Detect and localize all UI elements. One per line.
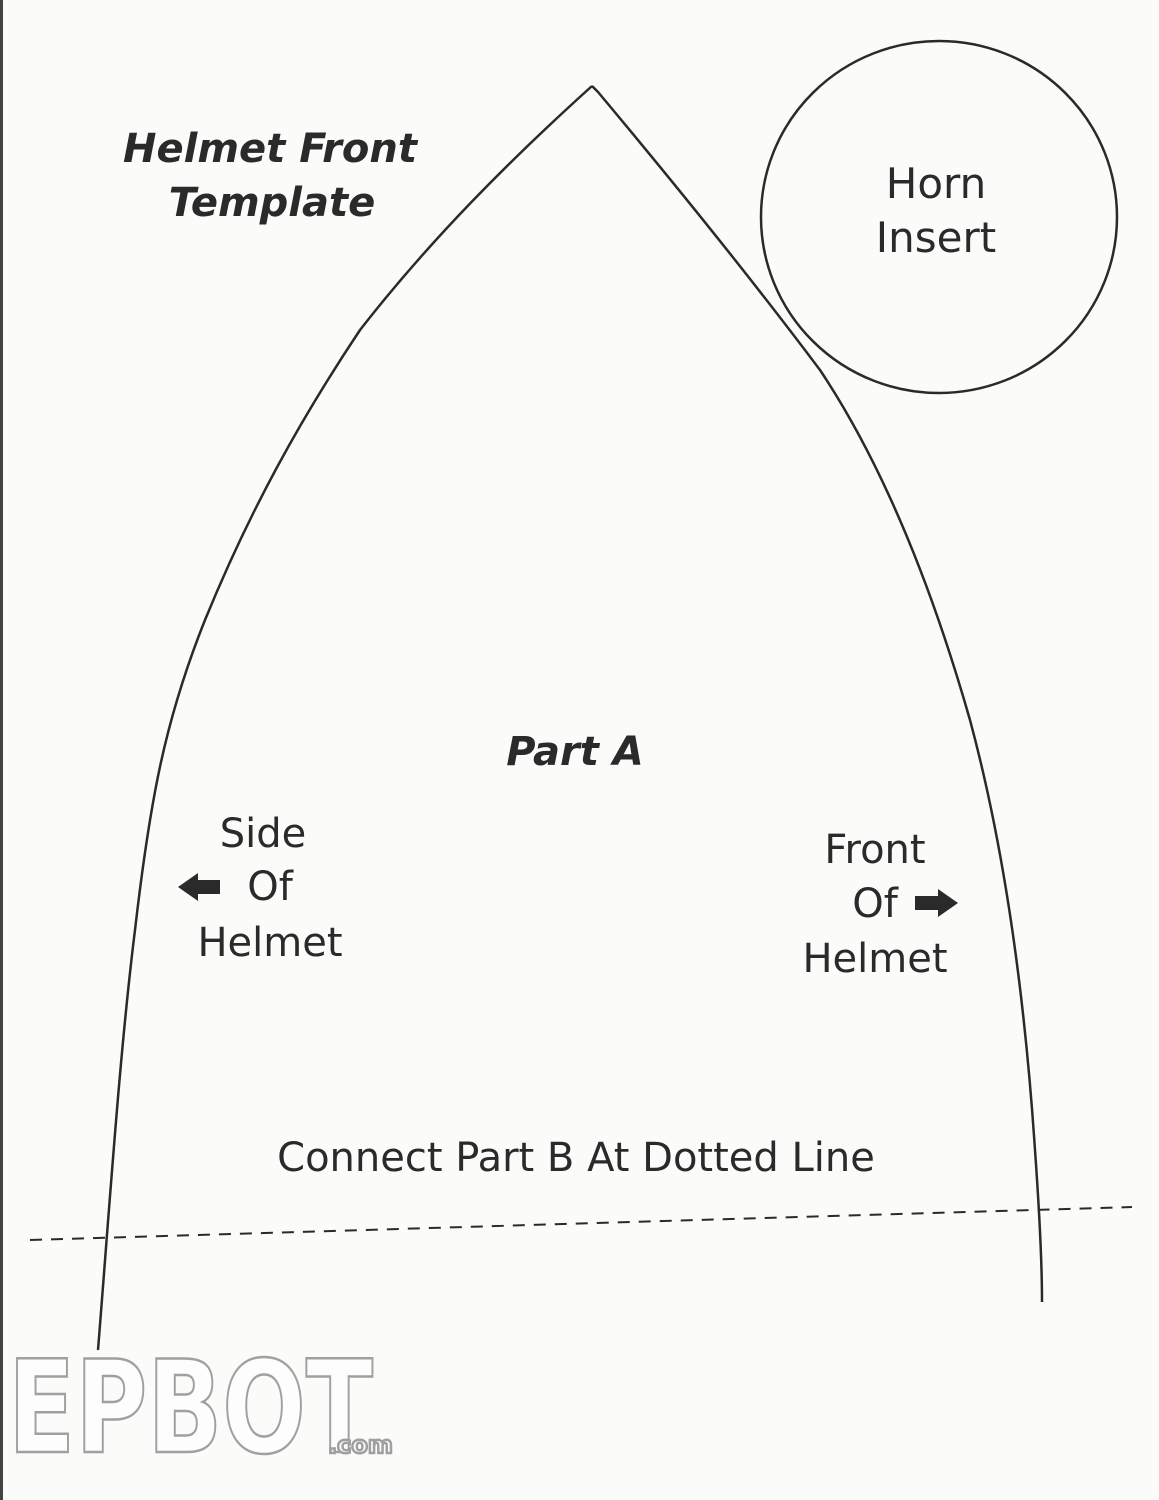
- epbot-logo: EPBOT: [8, 1334, 373, 1483]
- front-label-line2: Of: [852, 881, 898, 927]
- front-label-line3: Helmet: [802, 936, 947, 982]
- side-label-line3: Helmet: [197, 920, 342, 966]
- connect-note: Connect Part B At Dotted Line: [277, 1135, 875, 1181]
- horn-insert-line1: Horn: [886, 159, 986, 208]
- arrow-right-icon: [915, 889, 958, 917]
- part-label: Part A: [506, 729, 643, 775]
- scan-edge: [0, 0, 3, 1500]
- dotted-connect-line: [29, 1206, 1133, 1241]
- side-label-line1: Side: [220, 811, 307, 857]
- side-label-line2: Of: [247, 864, 293, 910]
- arrow-left-icon: [178, 873, 220, 901]
- title-line2: Template: [169, 180, 376, 226]
- helmet-outline: [96, 85, 1044, 1351]
- horn-insert-line2: Insert: [876, 213, 996, 262]
- horn-insert-circle: [759, 39, 1119, 395]
- epbot-logo-suffix: .com: [328, 1431, 393, 1459]
- front-label-line1: Front: [824, 827, 925, 873]
- title-line1: Helmet Front: [123, 126, 419, 172]
